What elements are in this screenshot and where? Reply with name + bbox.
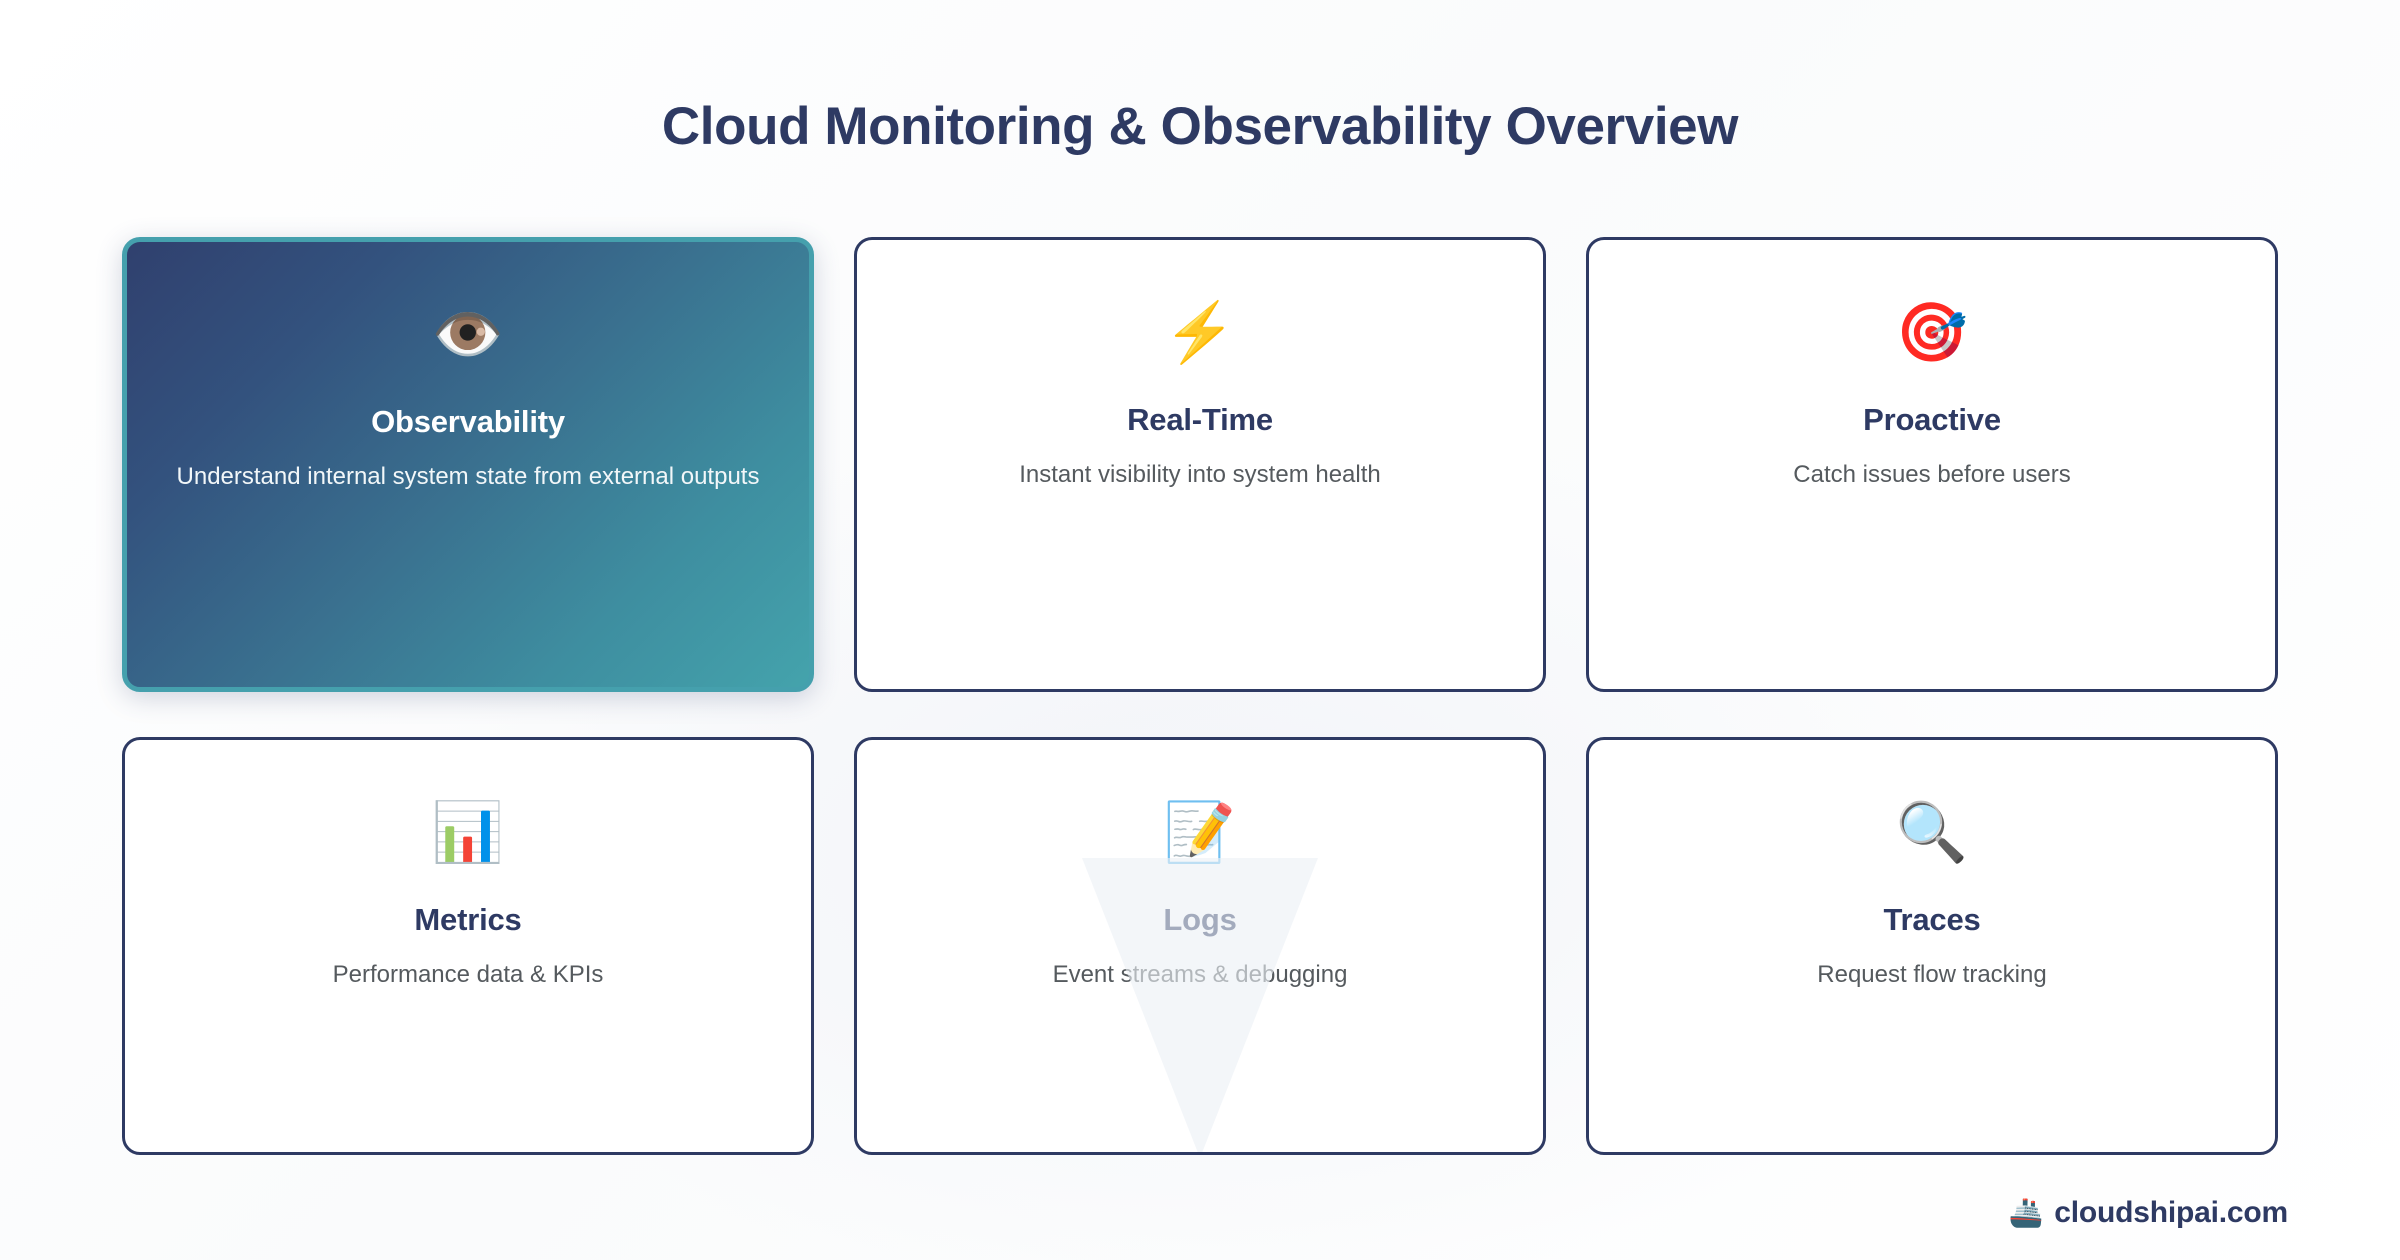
eye-icon: 👁️ — [431, 302, 505, 367]
memo-pencil-icon: 📝 — [1163, 800, 1237, 865]
bar-chart-icon: 📊 — [431, 800, 505, 865]
card-title: Metrics — [414, 902, 522, 937]
feature-card-grid: 👁️ Observability Understand internal sys… — [122, 237, 2278, 1155]
dart-target-icon: 🎯 — [1895, 300, 1969, 365]
card-proactive[interactable]: 🎯 Proactive Catch issues before users — [1586, 237, 2278, 692]
card-description: Performance data & KPIs — [332, 961, 604, 988]
card-description: Instant visibility into system health — [1019, 461, 1381, 488]
card-description: Request flow tracking — [1817, 961, 2047, 988]
card-description: Catch issues before users — [1793, 461, 2071, 488]
card-title: Real-Time — [1127, 402, 1273, 437]
page-title: Cloud Monitoring & Observability Overvie… — [661, 97, 1739, 156]
card-title: Proactive — [1863, 402, 2001, 437]
card-description: Event streams & debugging — [1052, 961, 1348, 988]
card-observability[interactable]: 👁️ Observability Understand internal sys… — [122, 237, 814, 692]
card-real-time[interactable]: ⚡ Real-Time Instant visibility into syst… — [854, 237, 1546, 692]
card-title: Observability — [371, 404, 565, 439]
card-title: Logs — [1163, 902, 1237, 937]
card-traces[interactable]: 🔍 Traces Request flow tracking — [1586, 737, 2278, 1155]
card-title: Traces — [1883, 902, 1981, 937]
magnifying-glass-icon: 🔍 — [1895, 800, 1969, 865]
watermark-label: cloudshipai.com — [2054, 1196, 2288, 1229]
card-description: Understand internal system state from ex… — [176, 463, 760, 490]
lightning-bolt-icon: ⚡ — [1163, 300, 1237, 365]
card-logs[interactable]: 📝 Logs Event streams & debugging — [854, 737, 1546, 1155]
card-metrics[interactable]: 📊 Metrics Performance data & KPIs — [122, 737, 814, 1155]
ship-icon: 🚢 — [2008, 1197, 2044, 1228]
watermark[interactable]: 🚢 cloudshipai.com — [2008, 1196, 2289, 1230]
